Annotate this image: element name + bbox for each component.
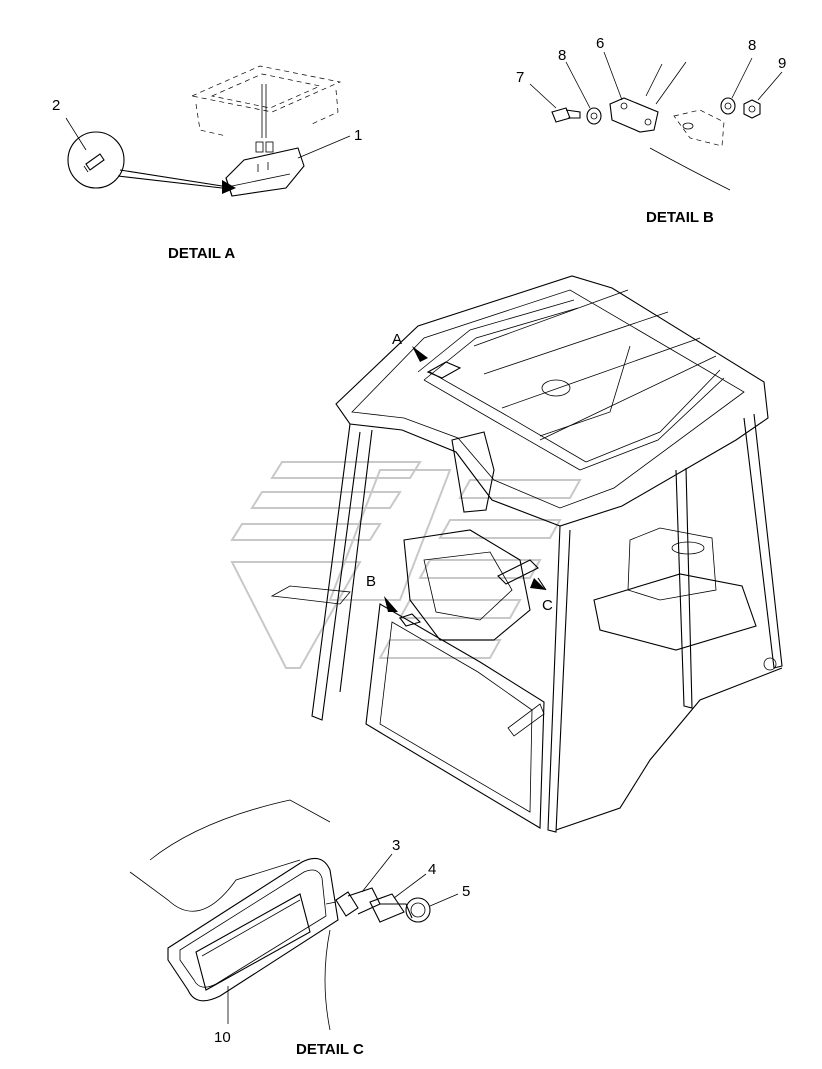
part-number-3: 3 (392, 837, 400, 854)
detail-c-title: DETAIL C (296, 1041, 364, 1058)
roof-outline (335, 275, 769, 527)
part-number-7: 7 (516, 69, 524, 86)
dome-lamp-shape (225, 147, 305, 197)
part-number-4: 4 (428, 861, 436, 878)
part-number-8-right: 8 (748, 37, 756, 54)
callout-c-arrow (530, 578, 546, 590)
callout-b-arrow (384, 596, 398, 612)
detail-b (529, 51, 783, 191)
detail-b-title: DETAIL B (646, 209, 714, 226)
part-number-6: 6 (596, 35, 604, 52)
callout-a-arrow (412, 346, 428, 362)
part-number-8-left: 8 (558, 47, 566, 64)
magnifier-circle (67, 131, 125, 189)
part-number-2: 2 (52, 97, 60, 114)
part-number-10: 10 (214, 1029, 231, 1046)
watermark-logo (230, 461, 582, 669)
detail-c (129, 799, 459, 1031)
callout-label-c: C (542, 597, 553, 614)
detail-a-arrow (222, 180, 236, 194)
detail-a (65, 65, 351, 197)
part-number-1: 1 (354, 127, 362, 144)
label-plate (195, 893, 311, 991)
part-number-9: 9 (778, 55, 786, 72)
cab-assembly (270, 275, 783, 833)
detail-a-title: DETAIL A (168, 245, 235, 262)
part-number-5: 5 (462, 883, 470, 900)
callout-label-b: B (366, 573, 376, 590)
callout-label-a: A (392, 331, 402, 348)
panel-bezel (167, 857, 339, 1002)
